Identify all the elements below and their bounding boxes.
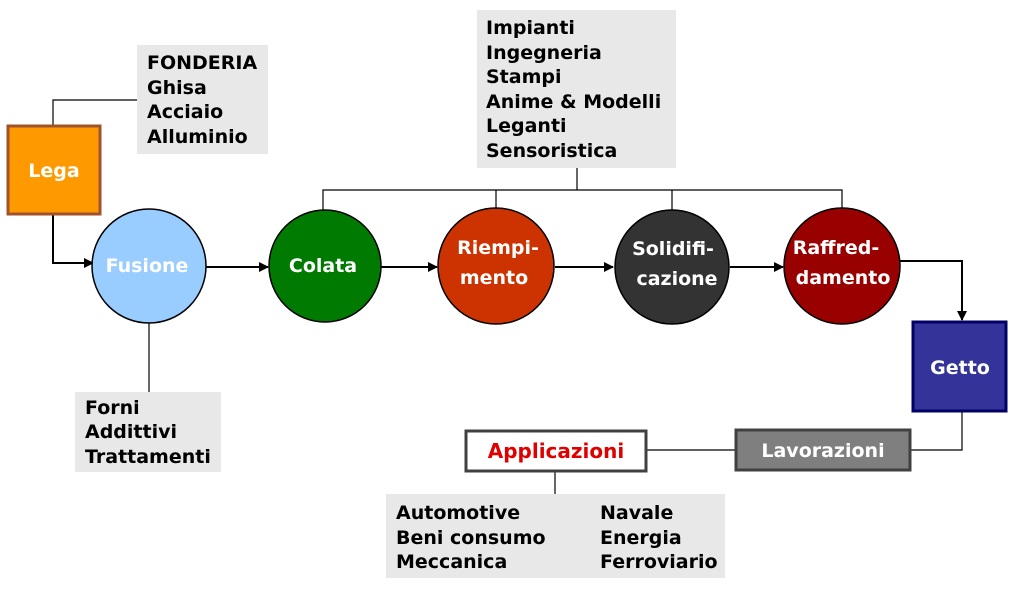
riempimento-node: Riempi- mento bbox=[437, 207, 555, 325]
getto-lavorazioni-connector bbox=[910, 412, 963, 451]
applications-list-box: Automotive Beni consumo Meccanica Navale… bbox=[386, 494, 725, 578]
raffreddamento-label-line2: damento bbox=[796, 267, 891, 289]
raffreddamento-circle bbox=[783, 207, 901, 325]
colata-node: Colata bbox=[268, 209, 382, 323]
getto-node: Getto bbox=[911, 320, 1008, 413]
application-item: Automotive bbox=[396, 502, 520, 524]
application-item: Energia bbox=[600, 527, 682, 549]
impianti-line: Impianti bbox=[486, 17, 575, 39]
riempimento-label-line1: Riempi- bbox=[457, 237, 539, 259]
application-item: Ferroviario bbox=[600, 551, 718, 573]
forni-box: Forni Addittivi Trattamenti bbox=[75, 392, 221, 472]
forni-line: Addittivi bbox=[85, 421, 177, 443]
getto-box bbox=[911, 320, 1008, 413]
lavorazioni-node: Lavorazioni bbox=[734, 428, 912, 472]
impianti-line: Ingegneria bbox=[486, 42, 602, 64]
flow-arrows bbox=[52, 214, 967, 321]
impianti-line: Sensoristica bbox=[486, 140, 617, 162]
arrow-raffreddamento-getto bbox=[900, 260, 967, 321]
fonderia-line: FONDERIA bbox=[147, 52, 257, 74]
fusione-label: Fusione bbox=[106, 255, 189, 277]
riempimento-label-line2: mento bbox=[460, 267, 528, 289]
solidificazione-node: Solidifi- cazione bbox=[614, 209, 730, 325]
impianti-bus-line bbox=[322, 189, 843, 217]
connectors bbox=[52, 99, 963, 494]
solidificazione-label-line1: Solidifi- bbox=[632, 238, 714, 260]
riempimento-circle bbox=[437, 207, 555, 325]
colata-circle bbox=[268, 209, 382, 323]
application-item: Beni consumo bbox=[396, 527, 546, 549]
getto-label: Getto bbox=[930, 357, 990, 379]
impianti-line: Stampi bbox=[486, 66, 562, 88]
applicazioni-box bbox=[464, 429, 648, 473]
arrow-lega-fusione bbox=[52, 214, 94, 268]
fonderia-line: Alluminio bbox=[147, 126, 248, 148]
forni-line: Trattamenti bbox=[85, 446, 211, 468]
lega-label: Lega bbox=[28, 160, 79, 182]
lega-node: Lega bbox=[6, 124, 102, 216]
fonderia-box: FONDERIA Ghisa Acciaio Alluminio bbox=[137, 45, 268, 154]
raffreddamento-label-line1: Raffred- bbox=[793, 237, 880, 259]
solidificazione-circle bbox=[614, 209, 730, 325]
application-item: Meccanica bbox=[396, 551, 507, 573]
solidificazione-label-line2: cazione bbox=[636, 268, 717, 290]
fusione-circle bbox=[91, 208, 207, 324]
application-item: Navale bbox=[600, 502, 673, 524]
lega-box bbox=[6, 124, 102, 216]
forni-line: Forni bbox=[85, 397, 140, 419]
lavorazioni-box bbox=[734, 428, 912, 472]
impianti-line: Anime & Modelli bbox=[486, 91, 661, 113]
impianti-box: Impianti Ingegneria Stampi Anime & Model… bbox=[477, 10, 676, 168]
applicazioni-label: Applicazioni bbox=[488, 439, 625, 463]
fonderia-line: Acciaio bbox=[147, 101, 223, 123]
raffreddamento-node: Raffred- damento bbox=[783, 207, 901, 325]
applicazioni-node: Applicazioni bbox=[464, 429, 648, 473]
fonderia-connector bbox=[52, 99, 137, 126]
fusione-node: Fusione bbox=[91, 208, 207, 324]
colata-label: Colata bbox=[289, 255, 357, 277]
lavorazioni-label: Lavorazioni bbox=[761, 440, 884, 462]
impianti-line: Leganti bbox=[486, 115, 567, 137]
fonderia-line: Ghisa bbox=[147, 77, 207, 99]
